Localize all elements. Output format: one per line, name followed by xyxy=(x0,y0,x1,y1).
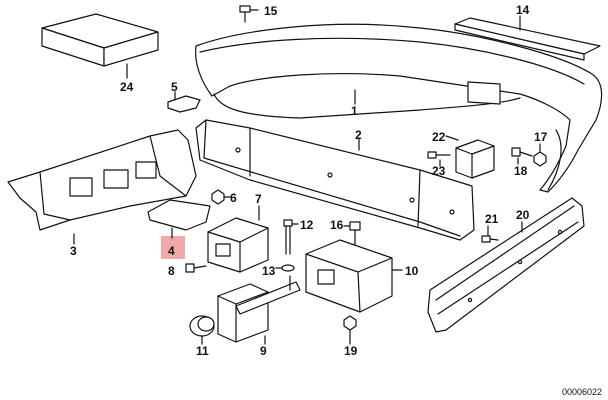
part-23-screw xyxy=(427,151,451,167)
part-16-bolt xyxy=(343,221,361,247)
part-10-mount-bracket xyxy=(305,239,403,313)
part-22-bracket xyxy=(445,135,495,179)
part-21-clip xyxy=(481,225,499,243)
callout-8[interactable]: 8 xyxy=(168,264,175,278)
part-11-end-cap xyxy=(189,315,215,345)
callout-11[interactable]: 11 xyxy=(196,344,209,358)
callout-20[interactable]: 20 xyxy=(516,208,530,222)
part-18-screw xyxy=(511,147,533,165)
callout-24[interactable]: 24 xyxy=(120,80,134,94)
callout-1[interactable]: 1 xyxy=(351,104,358,118)
part-19-nut xyxy=(343,315,357,345)
part-8-bolt xyxy=(185,263,207,273)
part-14-trim-strip xyxy=(454,15,601,61)
callout-7[interactable]: 7 xyxy=(255,192,262,206)
highlight-part-4 xyxy=(161,236,185,259)
callout-3[interactable]: 3 xyxy=(70,244,77,258)
part-4-plate xyxy=(147,199,211,239)
part-1-bumper-cover xyxy=(195,23,603,193)
callout-23[interactable]: 23 xyxy=(432,164,446,178)
part-5-clip xyxy=(167,91,201,113)
callout-4[interactable]: 4 xyxy=(168,244,175,258)
part-12-pin xyxy=(283,219,299,255)
callout-9[interactable]: 9 xyxy=(260,344,267,358)
callout-6[interactable]: 6 xyxy=(230,191,237,205)
part-15-bolt xyxy=(239,5,259,23)
part-6-nut xyxy=(211,189,231,205)
part-17-nut xyxy=(533,143,547,167)
callout-17[interactable]: 17 xyxy=(534,130,548,144)
callout-12[interactable]: 12 xyxy=(300,218,314,232)
callout-5[interactable]: 5 xyxy=(171,80,178,94)
callout-22[interactable]: 22 xyxy=(432,130,446,144)
callout-2[interactable]: 2 xyxy=(355,128,362,142)
callout-19[interactable]: 19 xyxy=(344,344,358,358)
part-24-box xyxy=(41,13,159,79)
part-2-reinforcement-beam xyxy=(195,119,475,241)
part-9-stud-bracket xyxy=(217,275,301,345)
callout-18[interactable]: 18 xyxy=(514,164,528,178)
part-13-washer xyxy=(275,264,295,272)
part-7-mount-block xyxy=(207,205,269,273)
callout-21[interactable]: 21 xyxy=(485,212,499,226)
callout-16[interactable]: 16 xyxy=(330,218,344,232)
part-20-side-strip xyxy=(427,197,585,333)
callout-10[interactable]: 10 xyxy=(405,264,419,278)
part-3-left-bracket xyxy=(7,129,197,245)
callout-14[interactable]: 14 xyxy=(516,3,530,17)
callout-13[interactable]: 13 xyxy=(262,264,276,278)
callout-15[interactable]: 15 xyxy=(264,4,278,18)
diagram-code: 00006022 xyxy=(561,387,602,397)
